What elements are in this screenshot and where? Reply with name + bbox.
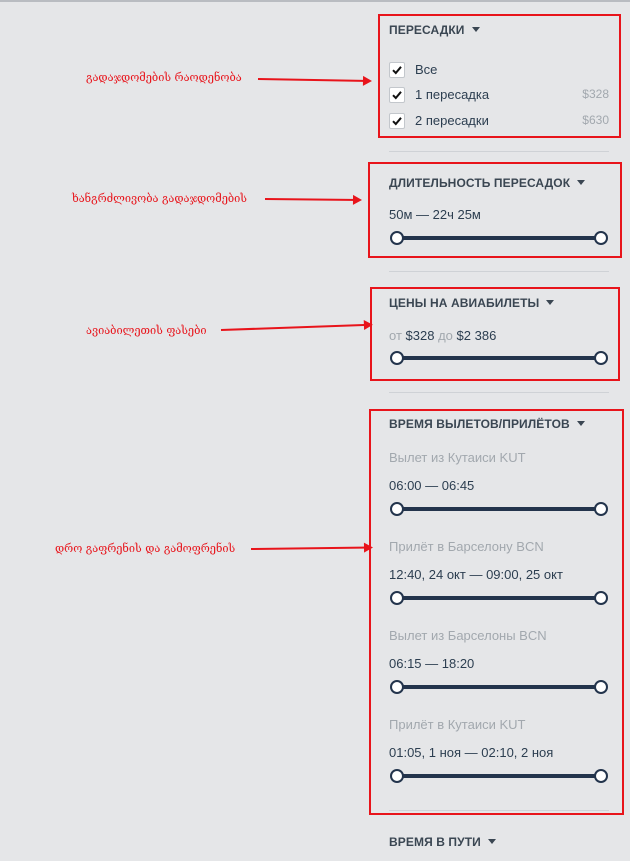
stops-option-all[interactable]: Все [389, 62, 609, 80]
times-group-range: 06:00 — 06:45 [389, 478, 475, 493]
stops-filter-header[interactable]: ПЕРЕСАДКИ [389, 23, 480, 37]
arrowhead-icon [352, 194, 363, 206]
times-filter-header[interactable]: ВРЕМЯ ВЫЛЕТОВ/ПРИЛЁТОВ [389, 417, 585, 431]
slider-handle-min[interactable] [390, 502, 404, 516]
section-divider [389, 271, 609, 272]
section-divider [389, 392, 609, 393]
slider-handle-min[interactable] [390, 591, 404, 605]
times-group-range: 12:40, 24 окт — 09:00, 25 окт [389, 567, 563, 582]
caret-down-icon [576, 421, 585, 426]
slider-handle-min[interactable] [390, 351, 404, 365]
slider-track [397, 596, 601, 600]
times-group-label: Вылет из Кутаиси KUT [389, 450, 526, 465]
slider-track [397, 356, 601, 360]
annotation-text-times: დრო გაფრენის და გამოფრენის [55, 542, 236, 555]
slider-handle-min[interactable] [390, 680, 404, 694]
checkbox-checked-icon[interactable] [389, 62, 405, 78]
duration-filter-header[interactable]: ВРЕМЯ В ПУТИ [389, 835, 496, 849]
stops-option-price: $328 [582, 87, 609, 101]
slider-handle-max[interactable] [594, 769, 608, 783]
slider-handle-max[interactable] [594, 502, 608, 516]
price-range-value: от $328 до $2 386 [389, 328, 496, 343]
stops-option-price: $630 [582, 113, 609, 127]
caret-down-icon [471, 27, 480, 32]
annotation-arrow [220, 319, 374, 331]
times-group-range: 06:15 — 18:20 [389, 656, 475, 671]
section-divider [389, 810, 609, 811]
stops-option-label: 2 пересадки [415, 113, 489, 128]
caret-down-icon [487, 839, 496, 844]
times-filter-title: ВРЕМЯ ВЫЛЕТОВ/ПРИЛЁТОВ [389, 417, 570, 431]
slider-track [397, 236, 601, 240]
slider-track [397, 685, 601, 689]
arrowhead-icon [363, 542, 374, 553]
times-group-label: Прилёт в Кутаиси KUT [389, 717, 526, 732]
top-border [0, 0, 630, 2]
stops-option-1[interactable]: 1 пересадка $328 [389, 87, 609, 105]
times-group-label: Прилёт в Барселону BCN [389, 539, 544, 554]
slider-handle-max[interactable] [594, 591, 608, 605]
arrowhead-icon [363, 319, 374, 331]
duration-filter-title: ВРЕМЯ В ПУТИ [389, 835, 481, 849]
annotation-arrow [257, 75, 373, 86]
stops-filter-title: ПЕРЕСАДКИ [389, 23, 465, 37]
annotation-box-price [370, 287, 620, 381]
times-group-label: Вылет из Барселоны BCN [389, 628, 547, 643]
layover-filter-header[interactable]: ДЛИТЕЛЬНОСТЬ ПЕРЕСАДОК [389, 176, 586, 190]
slider-handle-min[interactable] [390, 769, 404, 783]
caret-down-icon [577, 180, 586, 185]
slider-handle-max[interactable] [594, 680, 608, 694]
annotation-text-stops: გადაჯდომების რაოდენობა [86, 71, 242, 84]
price-to-word: до [438, 328, 453, 343]
departure-bcn-slider[interactable] [390, 680, 608, 694]
annotation-arrow [250, 542, 374, 553]
annotation-box-times [369, 409, 624, 815]
price-filter-header[interactable]: ЦЕНЫ НА АВИАБИЛЕТЫ [389, 296, 555, 310]
price-from-word: от [389, 328, 402, 343]
price-from-value: $328 [405, 328, 435, 343]
arrowhead-icon [362, 75, 373, 86]
slider-track [397, 774, 601, 778]
annotation-text-price: ავიაბილეთის ფასები [86, 324, 207, 337]
annotation-box-layover [368, 162, 622, 258]
slider-handle-max[interactable] [594, 351, 608, 365]
stops-option-2[interactable]: 2 пересадки $630 [389, 113, 609, 131]
departure-kut-slider[interactable] [390, 502, 608, 516]
price-filter-title: ЦЕНЫ НА АВИАБИЛЕТЫ [389, 296, 540, 310]
layover-range-slider[interactable] [390, 231, 608, 245]
layover-filter-title: ДЛИТЕЛЬНОСТЬ ПЕРЕСАДОК [389, 176, 571, 190]
slider-track [397, 507, 601, 511]
slider-handle-max[interactable] [594, 231, 608, 245]
checkbox-checked-icon[interactable] [389, 87, 405, 103]
annotation-text-layover: ხანგრძლივობა გადაჯდომების [72, 192, 247, 205]
times-group-range: 01:05, 1 ноя — 02:10, 2 ноя [389, 745, 554, 760]
layover-range-value: 50м — 22ч 25м [389, 207, 481, 222]
caret-down-icon [546, 300, 555, 305]
price-to-value: $2 386 [456, 328, 497, 343]
annotation-arrow [264, 194, 363, 206]
price-range-slider[interactable] [390, 351, 608, 365]
annotation-box-stops [378, 14, 621, 138]
checkbox-checked-icon[interactable] [389, 113, 405, 129]
arrival-kut-slider[interactable] [390, 769, 608, 783]
slider-handle-min[interactable] [390, 231, 404, 245]
stops-option-label: 1 пересадка [415, 87, 490, 102]
section-divider [389, 151, 609, 152]
arrival-bcn-slider[interactable] [390, 591, 608, 605]
stops-option-label: Все [415, 62, 438, 77]
